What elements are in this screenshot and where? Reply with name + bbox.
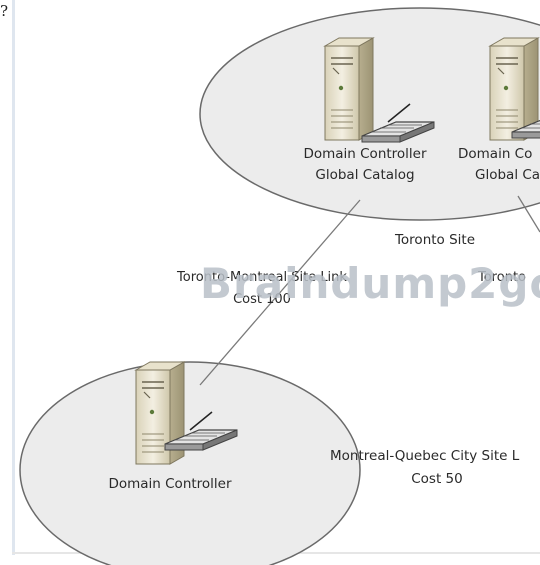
montreal-dc-label: Domain Controller xyxy=(108,476,232,492)
montreal-site-ellipse xyxy=(19,361,361,565)
toronto-dc1-label-line2: Global Catalog xyxy=(315,167,414,183)
toronto-dc1-label-line1: Domain Controller xyxy=(303,146,427,162)
watermark: Braindump2go xyxy=(200,259,540,308)
montreal-quebec-link-cost: Cost 50 xyxy=(411,471,462,487)
keyboard-cable xyxy=(189,411,213,431)
left-border xyxy=(12,0,15,555)
corner-mark: ? xyxy=(0,2,9,20)
toronto-site-label: Toronto Site xyxy=(394,232,475,248)
toronto-montreal-link-name: Toronto-Montreal Site Link xyxy=(176,270,347,285)
toronto-dc2-label-line2: Global Ca xyxy=(475,167,540,183)
partial-link-label: Toronto xyxy=(477,270,526,285)
toronto-quebec-link-line xyxy=(517,195,540,233)
toronto-montreal-link-line xyxy=(199,199,361,386)
keyboard-cable xyxy=(387,103,411,123)
toronto-dc2-label-line1: Domain Co xyxy=(458,146,532,162)
montreal-quebec-link-name: Montreal-Quebec City Site L xyxy=(330,448,520,464)
toronto-montreal-link-cost: Cost 100 xyxy=(233,292,291,307)
server-icon xyxy=(324,37,374,141)
